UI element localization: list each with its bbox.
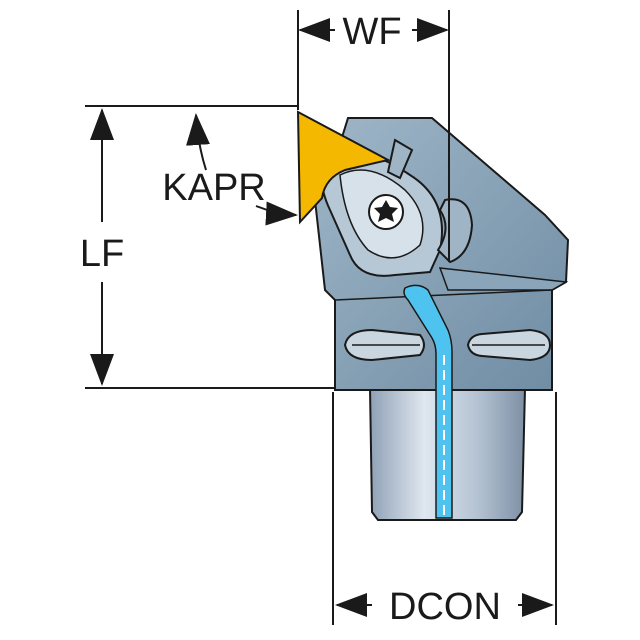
kapr-dimension: KAPR	[162, 113, 298, 226]
lf-label: LF	[80, 233, 124, 275]
dcon-label: DCON	[389, 586, 501, 628]
cutting-insert	[296, 110, 391, 225]
insert-clamp	[320, 138, 474, 277]
dcon-dimension: DCON	[332, 392, 557, 628]
wf-label: WF	[342, 11, 401, 53]
right-slot	[466, 328, 552, 362]
left-slot	[343, 328, 425, 362]
coolant-channel	[403, 284, 453, 519]
clamp-screw	[368, 194, 404, 230]
wf-dimension: WF	[297, 10, 450, 262]
lf-dimension: LF	[80, 105, 335, 389]
kapr-label: KAPR	[162, 167, 265, 209]
